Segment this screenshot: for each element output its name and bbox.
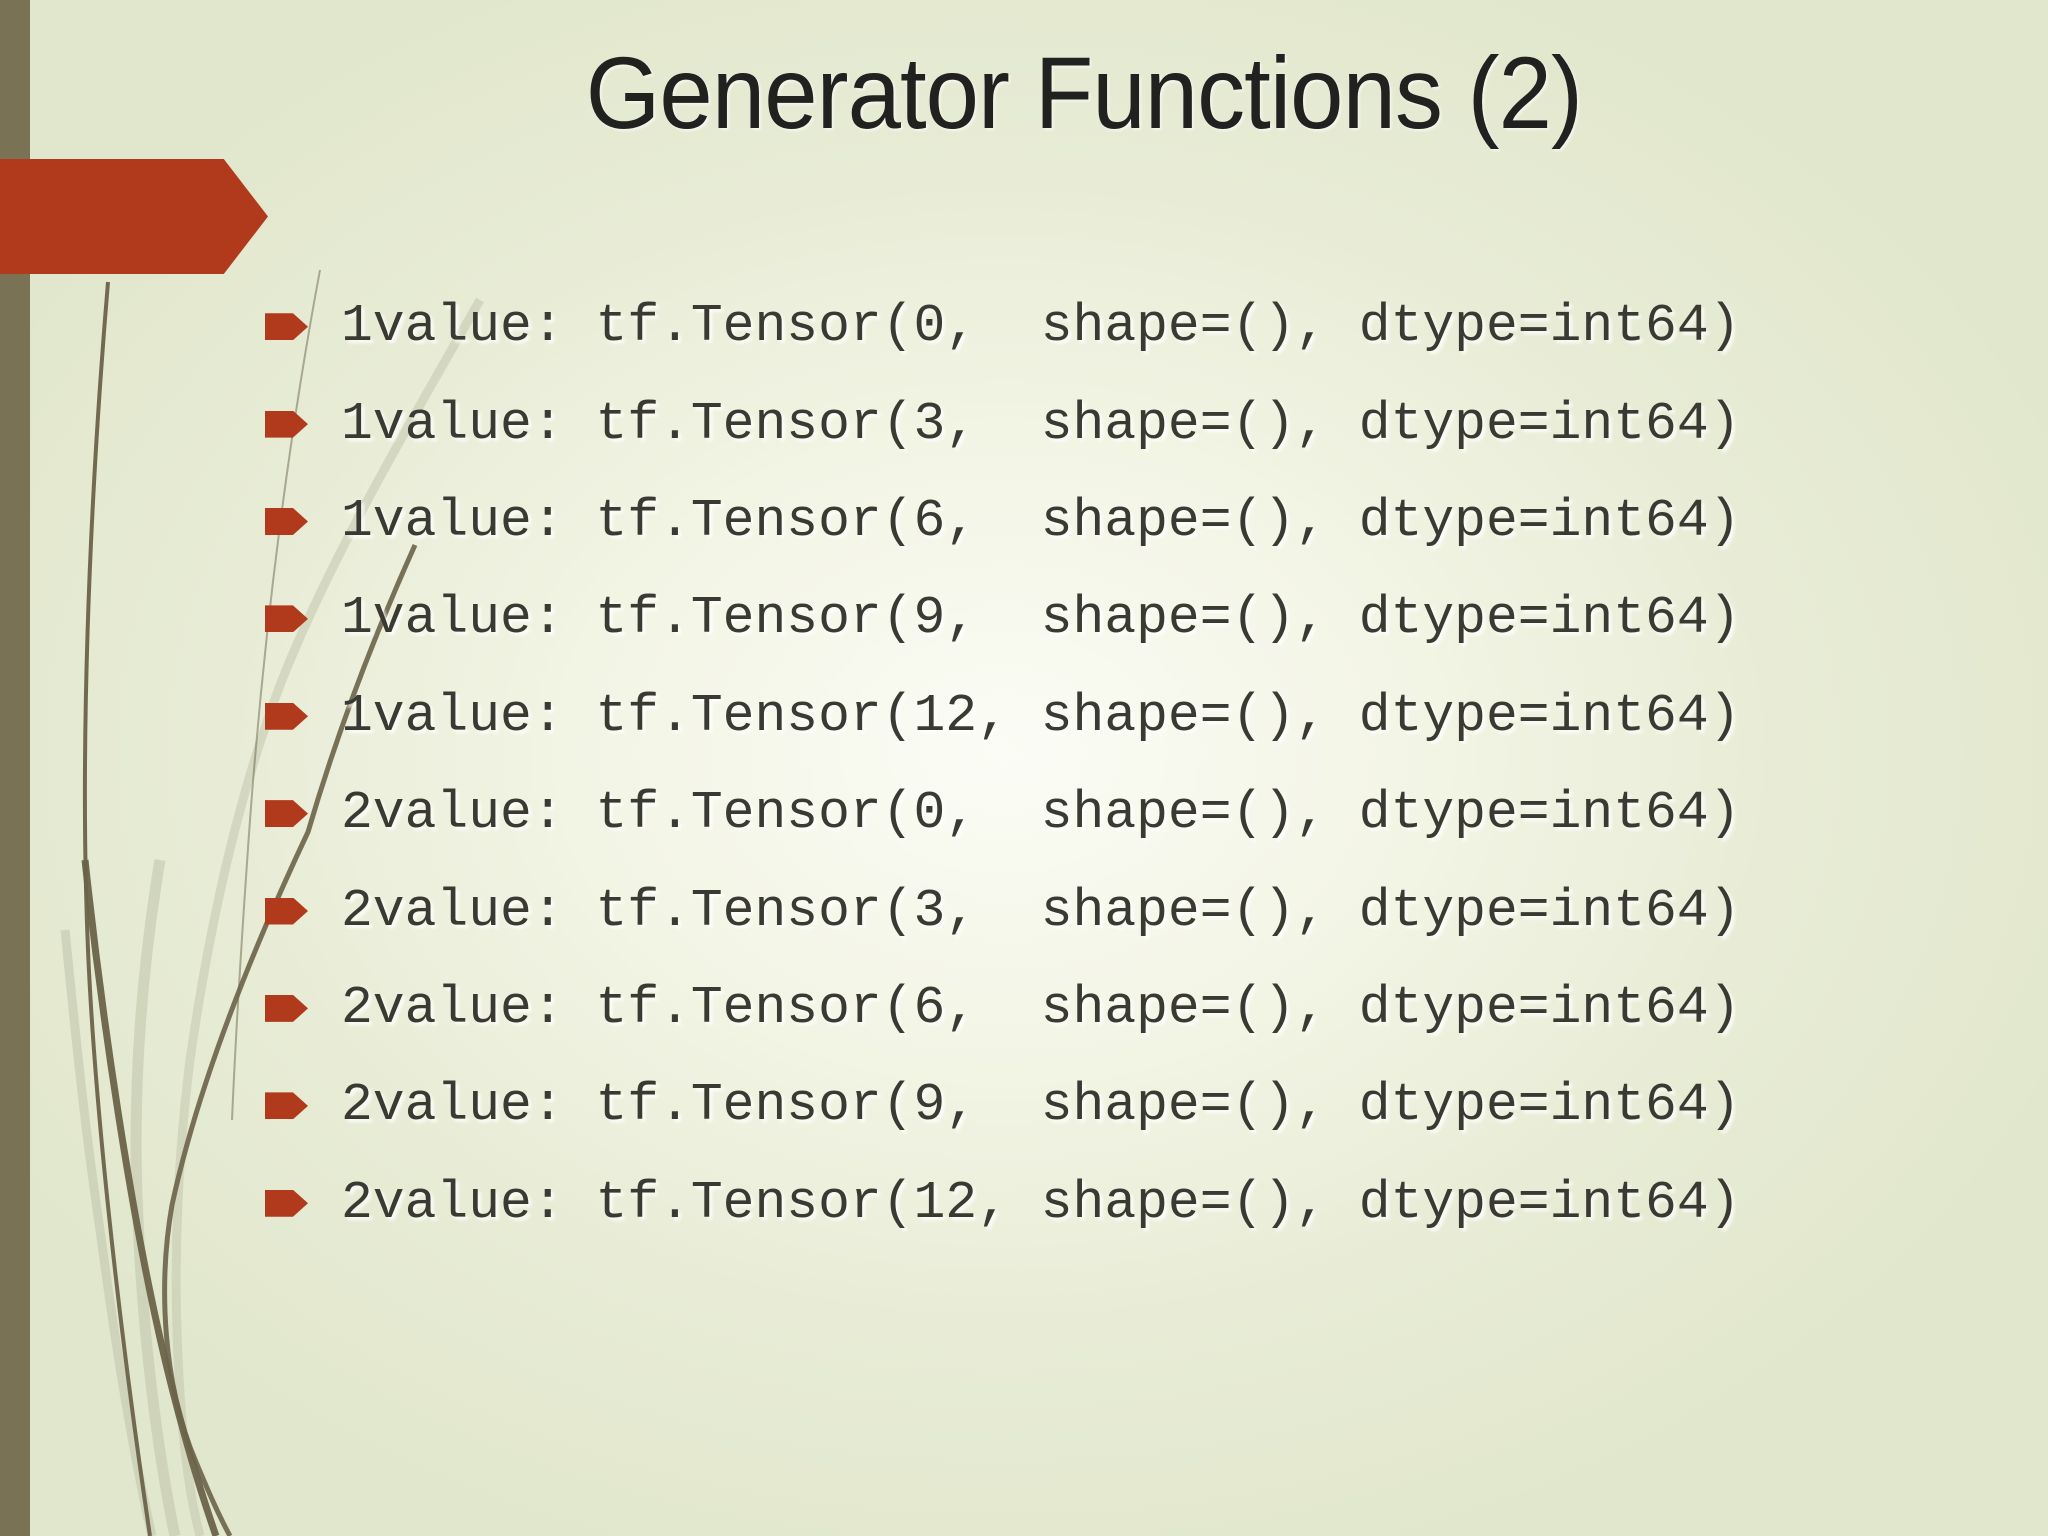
bullet-text: 2value: tf.Tensor(0, shape=(), dtype=int… [341,783,1741,844]
bullet-text: 1value: tf.Tensor(12, shape=(), dtype=in… [341,685,1741,746]
list-item: 1value: tf.Tensor(9, shape=(), dtype=int… [265,570,1740,667]
list-item: 2value: tf.Tensor(9, shape=(), dtype=int… [265,1057,1740,1154]
list-item: 2value: tf.Tensor(12, shape=(), dtype=in… [265,1155,1740,1252]
list-item: 1value: tf.Tensor(0, shape=(), dtype=int… [265,278,1740,375]
bullet-arrow-icon [265,507,308,535]
list-item: 1value: tf.Tensor(12, shape=(), dtype=in… [265,668,1740,765]
bullet-arrow-icon [265,605,308,633]
bullet-text: 2value: tf.Tensor(6, shape=(), dtype=int… [341,977,1741,1038]
bullet-arrow-icon [265,897,308,925]
bullet-arrow-icon [265,410,308,438]
bullet-text: 1value: tf.Tensor(9, shape=(), dtype=int… [341,588,1741,649]
bullet-text: 2value: tf.Tensor(9, shape=(), dtype=int… [341,1075,1741,1136]
red-banner-shape [0,159,268,274]
bullet-arrow-icon [265,1092,308,1120]
list-item: 2value: tf.Tensor(6, shape=(), dtype=int… [265,960,1740,1057]
bullet-text: 2value: tf.Tensor(12, shape=(), dtype=in… [341,1172,1741,1233]
bullet-list: 1value: tf.Tensor(0, shape=(), dtype=int… [265,278,1740,1252]
bullet-text: 1value: tf.Tensor(3, shape=(), dtype=int… [341,393,1741,454]
bullet-text: 1value: tf.Tensor(0, shape=(), dtype=int… [341,296,1741,357]
slide-title: Generator Functions (2) [120,36,2048,150]
bullet-text: 2value: tf.Tensor(3, shape=(), dtype=int… [341,880,1741,941]
bullet-text: 1value: tf.Tensor(6, shape=(), dtype=int… [341,490,1741,551]
list-item: 2value: tf.Tensor(3, shape=(), dtype=int… [265,862,1740,959]
bullet-arrow-icon [265,1189,308,1217]
bullet-arrow-icon [265,800,308,828]
slide-title-text: Generator Functions (2) [585,36,1583,150]
bullet-arrow-icon [265,313,308,341]
grass-line-dark-tall [82,281,152,1536]
grass-line-light-left [60,929,157,1536]
list-item: 2value: tf.Tensor(0, shape=(), dtype=int… [265,765,1740,862]
bullet-arrow-icon [265,702,308,730]
grass-line-light-mid [130,859,181,1536]
list-item: 1value: tf.Tensor(3, shape=(), dtype=int… [265,375,1740,472]
grass-line-dark-blade [81,859,220,1536]
bullet-arrow-icon [265,994,308,1022]
list-item: 1value: tf.Tensor(6, shape=(), dtype=int… [265,473,1740,570]
